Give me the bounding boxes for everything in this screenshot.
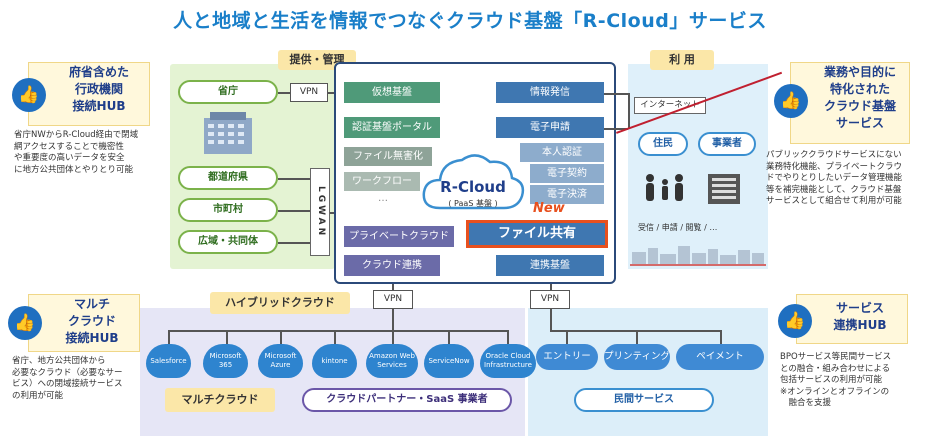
gov-hub-card: [28, 62, 150, 126]
cloud-servicenow: ServiceNow: [424, 344, 474, 378]
office-icon: [704, 172, 744, 206]
wide-area-node: 広域・共同体: [178, 230, 278, 254]
service-printing: プリンティング: [604, 344, 670, 370]
thumbs-up-icon: 👍: [12, 78, 46, 112]
private-service-zone: [528, 308, 768, 436]
service-e-application: 電子申請: [496, 117, 604, 138]
service-link-infra: 連携基盤: [496, 255, 604, 276]
vpn-ministry: VPN: [290, 83, 328, 102]
service-hub-desc: BPOサービス等民間サービスとの融合・組み合わせによる包括サービスの利用が可能※…: [780, 352, 892, 408]
file-share-box: ファイル共有: [466, 220, 608, 248]
multi-hub-title: マルチクラウド接続HUB: [65, 297, 119, 345]
prefecture-node: 都道府県: [178, 166, 278, 190]
cloud-kintone: kintone: [312, 344, 357, 378]
lgwan-box: LGWAN: [310, 168, 330, 256]
building-icon: [198, 110, 258, 156]
service-cloud-link: クラウド連携: [344, 255, 440, 276]
service-payment: ペイメント: [676, 344, 764, 370]
use-tag: 利 用: [650, 50, 714, 70]
cloud-salesforce: Salesforce: [146, 344, 191, 378]
private-service-pill: 民間サービス: [574, 388, 714, 412]
r-cloud-sub: ( PaaS 基盤 ): [448, 199, 498, 208]
ministry-node: 省庁: [178, 80, 278, 104]
vpn-hybrid: VPN: [373, 290, 413, 309]
cloud-microsoft-365: Microsoft 365: [203, 344, 248, 378]
service-identity: 本人認証: [520, 143, 604, 162]
business-node: 事業者: [698, 132, 756, 156]
thumbs-up-icon: 👍: [8, 306, 42, 340]
cloud-microsoft-azure: Microsoft Azure: [258, 344, 303, 378]
service-e-contract: 電子契約: [530, 164, 604, 183]
r-cloud-icon: [418, 146, 528, 216]
user-zone: [628, 64, 768, 269]
partner-pill: クラウドパートナー・SaaS 事業者: [302, 388, 512, 412]
special-desc: パブリッククラウドサービスにない業務特化機能、プライベートクラウドでやりとりした…: [766, 150, 903, 206]
vpn-service: VPN: [530, 290, 570, 309]
service-entry: エントリー: [536, 344, 598, 370]
cloud-aws: Amazon Web Services: [366, 344, 418, 378]
gov-hub-title: 府省含めた行政機関接続HUB: [68, 65, 129, 113]
r-cloud-label: R-Cloud: [440, 178, 506, 196]
special-title: 業務や目的に特化されたクラウド基盤サービス: [823, 65, 896, 130]
service-file-sanitize: ファイル無害化: [344, 147, 432, 166]
new-badge: New: [533, 201, 565, 216]
service-private-cloud: プライベートクラウド: [344, 226, 454, 247]
city-node: 市町村: [178, 198, 278, 222]
activity-label: 受信 / 申請 / 閲覧 / …: [638, 223, 718, 232]
thumbs-up-icon: 👍: [778, 304, 812, 338]
special-card: [790, 62, 910, 144]
service-e-payment: 電子決済: [530, 185, 604, 204]
service-ellipsis: …: [378, 193, 388, 204]
gov-hub-desc: 省庁NWからR-Cloud経由で閉域網アクセスすることで機密性や重要度の高いデー…: [14, 130, 139, 175]
town-icon: [630, 244, 766, 266]
page-title: 人と地域と生活を情報でつなぐクラウド基盤「R-Cloud」サービス: [173, 10, 767, 32]
hybrid-cloud-tag: ハイブリッドクラウド: [210, 292, 350, 314]
service-workflow: ワークフロー: [344, 172, 420, 191]
service-auth-portal: 認証基盤ポータル: [344, 117, 440, 138]
thumbs-up-icon: 👍: [774, 84, 808, 118]
multi-cloud-tag: マルチクラウド: [165, 388, 275, 412]
service-hub-title: サービス連携HUB: [833, 301, 887, 332]
service-virtual-infra: 仮想基盤: [344, 82, 440, 103]
resident-node: 住民: [638, 132, 688, 156]
service-info-broadcast: 情報発信: [496, 82, 604, 103]
family-icon: [642, 172, 688, 206]
multi-hub-card: [28, 294, 140, 352]
cloud-oracle: Oracle Cloud Infrastructure: [480, 344, 536, 378]
multi-hub-desc: 省庁、地方公共団体から必要なクラウド（必要なサービス）への閉域接続サービスの利用…: [12, 356, 123, 401]
